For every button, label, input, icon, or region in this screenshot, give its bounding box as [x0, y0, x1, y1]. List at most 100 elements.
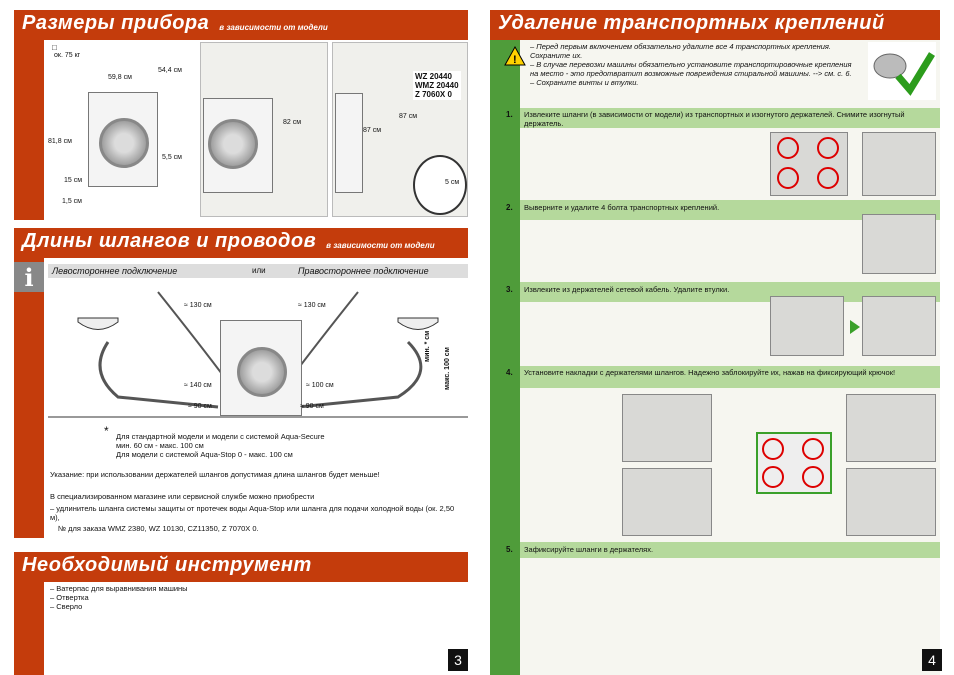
section-sidebar	[14, 40, 44, 220]
section-header-dimensions: Размеры прибора в зависимости от модели	[14, 10, 468, 40]
right-page: Удаление транспортных креплений ! – Пере…	[490, 0, 942, 675]
step-bar-2	[520, 200, 940, 220]
width-label: 59,8 см	[108, 74, 132, 81]
washer-drawing	[88, 92, 158, 187]
gap-label-1: 5,5 см	[162, 154, 182, 161]
footnote-block: Для стандартной модели и модели с систем…	[116, 432, 456, 459]
step-number: 5.	[506, 545, 513, 554]
model-2: WMZ 20440	[415, 81, 459, 90]
hose-90-left-label: ≈ 90 см	[188, 403, 212, 410]
step4-photo-4	[846, 468, 936, 536]
warning-paragraph: Указание: при использовании держателей ш…	[50, 470, 380, 479]
model-1: WZ 20440	[415, 72, 452, 81]
info-icon: i	[14, 262, 44, 292]
model-3: Z 7060X 0	[415, 90, 452, 99]
step4-photo-1	[622, 394, 712, 462]
arrow-right-icon	[850, 320, 860, 334]
hose-100-label: ≈ 100 см	[306, 382, 334, 389]
warning-item: – Сохраните винты и втулки.	[530, 78, 639, 87]
step3-photo-1	[770, 296, 844, 356]
step-number: 2.	[506, 203, 513, 212]
step-marker	[490, 200, 520, 220]
section-title: Необходимый инструмент	[22, 554, 312, 576]
min-height-label: мин. * см	[424, 330, 431, 362]
hose-diagram-svg	[48, 291, 468, 418]
gap-label-2: 15 см	[64, 177, 83, 184]
step1-photo-holder	[862, 132, 936, 196]
height-87b-label: 87 см	[399, 113, 418, 120]
step-marker	[490, 542, 520, 558]
bolt-circle	[762, 438, 784, 460]
tool-item: – Сверло	[50, 602, 83, 611]
washer-drawing	[203, 98, 273, 193]
bolt-circle	[762, 466, 784, 488]
section-header-transport: Удаление транспортных креплений	[490, 10, 940, 40]
hose-130-right-label: ≈ 130 см	[298, 302, 326, 309]
washer-door	[237, 347, 287, 397]
step-text: Зафиксируйте шланги в держателях.	[524, 545, 654, 554]
warning-item: – В случае перевозки машины обязательно …	[530, 60, 852, 78]
order-numbers: № для заказа WMZ 2380, WZ 10130, CZ11350…	[58, 524, 259, 533]
tool-item: – Отвертка	[50, 593, 89, 602]
gap-label-3: 1,5 см	[62, 198, 82, 205]
step-bar-5	[520, 542, 940, 558]
hose-140-label: ≈ 140 см	[184, 382, 212, 389]
section-title: Удаление транспортных креплений	[498, 12, 885, 34]
section-subtitle: в зависимости от модели	[326, 241, 435, 250]
or-label: или	[252, 266, 266, 275]
dimension-figure-3: 87 см 87 см 5 см WZ 20440 WMZ 20440 Z 70…	[332, 42, 468, 217]
step-marker	[490, 108, 520, 128]
transport-bolt-photo	[868, 42, 936, 100]
dimension-figure-2: 82 см	[200, 42, 328, 217]
depth-label: 54,4 см	[158, 67, 182, 74]
connection-bar: Левостороннее подключение или Правосторо…	[48, 264, 468, 278]
step1-photo-bolts	[770, 132, 848, 196]
model-list: WZ 20440 WMZ 20440 Z 7060X 0	[413, 71, 461, 100]
bolt-circle	[802, 466, 824, 488]
height-87-label: 87 см	[363, 127, 382, 134]
section-header-hoses: Длины шлангов и проводов в зависимости о…	[14, 228, 468, 258]
footnote-star: *	[104, 424, 109, 438]
tool-item: – Ватерпас для выравнивания машины	[50, 584, 188, 593]
page-number: 4	[922, 649, 942, 671]
washer-door	[99, 118, 149, 168]
hose-130-left-label: ≈ 130 см	[184, 302, 212, 309]
step-marker	[490, 366, 520, 388]
warning-item: – Перед первым включением обязательно уд…	[530, 42, 832, 60]
step-bar-4	[520, 366, 940, 388]
height-label: 81,8 см	[48, 138, 72, 145]
footnote-line-2: мин. 60 см - макс. 100 см	[116, 441, 204, 450]
bolt-circle	[817, 167, 839, 189]
warning-list: – Перед первым включением обязательно уд…	[530, 42, 860, 87]
left-page: Размеры прибора в зависимости от модели …	[14, 0, 468, 675]
hose-diagram: ≈ 130 см ≈ 130 см ≈ 140 см ≈ 100 см ≈ 90…	[48, 282, 468, 422]
section-sidebar: i	[14, 258, 44, 538]
step-text: Извлеките из держателей сетевой кабель. …	[524, 285, 730, 294]
left-connection-label: Левостороннее подключение	[52, 266, 178, 276]
hose-90-right-label: ≈ 90 см	[300, 403, 324, 410]
bolt-circle	[817, 137, 839, 159]
dimension-figure-1: □ ок. 75 кг 59,8 см 54,4 см 81,8 см 5,5 …	[48, 42, 196, 217]
purchase-paragraph: В специализированном магазине или сервис…	[50, 492, 315, 501]
height-82-label: 82 см	[283, 119, 302, 126]
section-subtitle: в зависимости от модели	[219, 23, 328, 32]
step-text: Установите накладки с держателями шланго…	[524, 368, 896, 377]
checkmark-icon	[873, 52, 935, 96]
step-marker	[490, 282, 520, 302]
right-connection-label: Правостороннее подключение	[298, 266, 429, 276]
page-number: 3	[448, 649, 468, 671]
foot-detail: 5 см	[413, 155, 467, 215]
max-height-label: макс. 100 см	[444, 347, 451, 390]
foot-label: 5 см	[445, 179, 460, 186]
tools-list: – Ватерпас для выравнивания машины – Отв…	[50, 584, 188, 611]
step-text: Выверните и удалите 4 болта транспортных…	[524, 203, 720, 212]
step-number: 3.	[506, 285, 513, 294]
warning-icon: !	[504, 46, 526, 66]
bolt-circle	[777, 167, 799, 189]
washer-drawing	[220, 320, 302, 416]
step4-photo-center	[756, 432, 832, 494]
washer-door	[208, 119, 258, 169]
weight-label: ок. 75 кг	[54, 52, 81, 59]
washer-drawing	[335, 93, 363, 193]
section-header-tools: Необходимый инструмент	[14, 552, 468, 582]
